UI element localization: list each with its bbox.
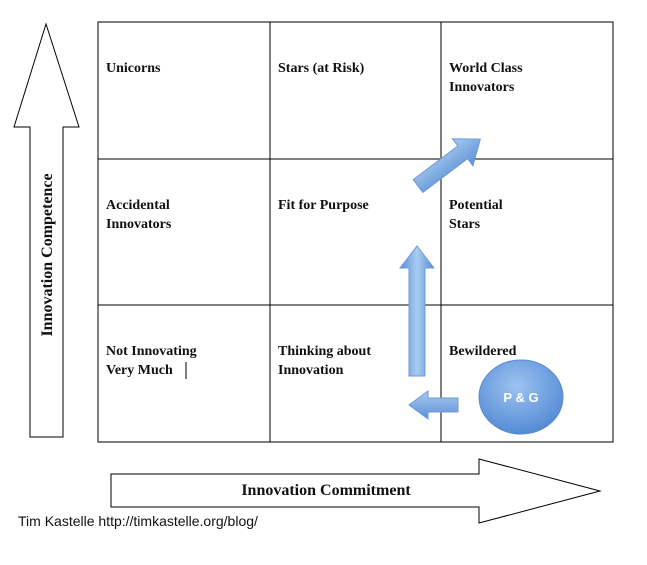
cell-stars-at-risk: Stars (at Risk) — [278, 61, 365, 76]
matrix-grid — [97, 21, 614, 443]
y-axis-arrow-shape — [13, 22, 80, 438]
left-arrow — [408, 390, 459, 420]
cell-bewildered: Bewildered — [449, 344, 517, 359]
cell-unicorns: Unicorns — [106, 61, 161, 76]
y-axis-arrow: Innovation Competence — [13, 22, 80, 438]
progression-arrows — [398, 138, 481, 420]
pg-marker: P & G — [478, 359, 564, 435]
cell-fit-for-purpose: Fit for Purpose — [278, 198, 369, 213]
grid-border — [97, 21, 614, 443]
x-axis-label: Innovation Commitment — [241, 482, 411, 499]
cell-accidental-innovators: Accidental Innovators — [106, 198, 173, 232]
cell-thinking-about-innovation: Thinking about Innovation — [278, 344, 375, 378]
pg-circle — [478, 359, 564, 435]
y-axis-label: Innovation Competence — [39, 173, 56, 336]
diagonal-arrow — [412, 138, 481, 194]
credit-text: Tim Kastelle http://timkastelle.org/blog… — [18, 513, 258, 529]
diagonal-arrow-shape — [412, 138, 481, 194]
x-axis-arrow-shape — [110, 458, 602, 524]
cell-world-class-innovators: World Class Innovators — [449, 61, 526, 95]
cell-not-innovating-very-much: Not Innovating Very Much — [106, 344, 200, 378]
pg-label: P & G — [503, 390, 538, 405]
up-arrow — [398, 245, 436, 377]
cell-potential-stars: Potential Stars — [449, 198, 506, 232]
x-axis-arrow: Innovation Commitment — [110, 458, 602, 524]
